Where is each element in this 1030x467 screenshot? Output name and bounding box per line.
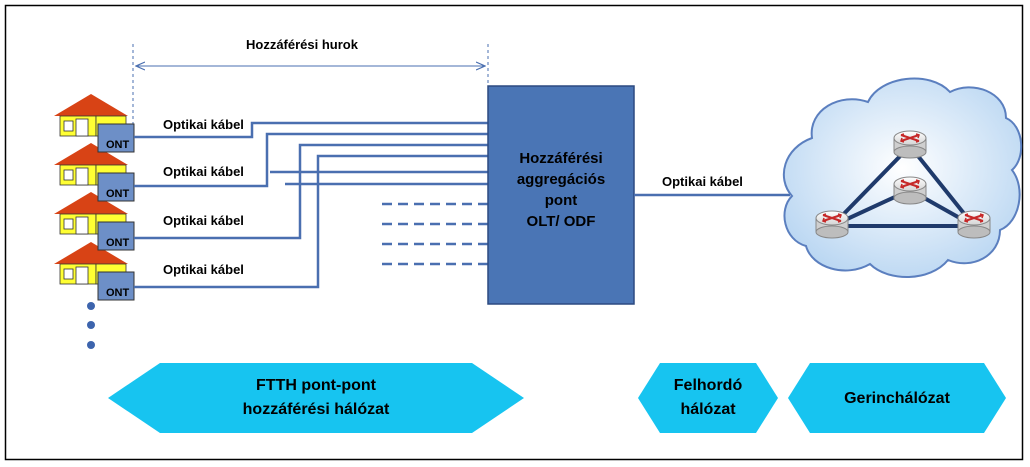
- router-icon-right: [957, 210, 991, 239]
- future-fiber-dashed: [382, 202, 488, 266]
- aggregation-line-2: aggregációs: [516, 171, 606, 188]
- ftth-line-2: hozzáférési hálózat: [242, 401, 390, 418]
- cable-label-1: Optikai kábel: [163, 117, 244, 132]
- core-segment-label: Gerinchálózat: [844, 390, 950, 407]
- backhaul-line-1: Felhordó: [673, 377, 743, 394]
- access-loop-label: Hozzáférési hurok: [246, 37, 358, 52]
- aggregation-point-label: Hozzáférési aggregációs pont OLT/ ODF: [488, 148, 634, 232]
- aggregation-line-4: OLT/ ODF: [526, 213, 596, 230]
- cable-label-3: Optikai kábel: [163, 213, 244, 228]
- ont-label-4: ONT: [106, 287, 130, 299]
- backhaul-segment-shape: [638, 363, 778, 433]
- aggregation-point-box: [487, 85, 635, 305]
- ftth-segment-label: FTTH pont-pont hozzáférési hálózat: [160, 374, 472, 422]
- more-dot-2: [87, 321, 95, 329]
- ftth-line-1: FTTH pont-pont: [256, 377, 376, 394]
- ont-box-4: [97, 271, 135, 301]
- fiber-lines: [134, 121, 488, 289]
- ftth-segment-shape: [108, 363, 524, 433]
- aggregation-line-1: Hozzáférési: [519, 150, 603, 167]
- more-dot-1: [87, 302, 95, 310]
- uplink-cable-label: Optikai kábel: [662, 174, 743, 189]
- backhaul-segment-label: Felhordó hálózat: [652, 374, 764, 422]
- ont-label-3: ONT: [106, 237, 130, 249]
- more-dot-3: [87, 341, 95, 349]
- cable-label-4: Optikai kábel: [163, 262, 244, 277]
- router-icon-top: [893, 130, 927, 159]
- core-segment-shape: [788, 363, 1006, 433]
- ont-label-1: ONT: [106, 139, 130, 151]
- router-icon-center: [893, 176, 927, 205]
- ont-label-2: ONT: [106, 188, 130, 200]
- aggregation-line-3: pont: [544, 192, 578, 209]
- cable-label-2: Optikai kábel: [163, 164, 244, 179]
- outer-border: [4, 4, 1024, 461]
- ont-box-3: [97, 221, 135, 251]
- ont-box-1: [97, 123, 135, 153]
- backhaul-line-2: hálózat: [680, 401, 736, 418]
- router-icon-left: [815, 210, 849, 239]
